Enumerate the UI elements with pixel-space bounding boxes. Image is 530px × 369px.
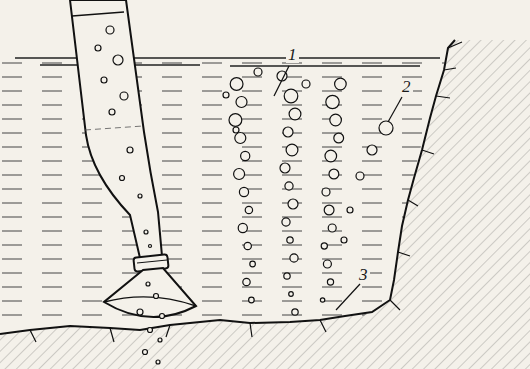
bubble <box>144 230 148 234</box>
bubble <box>137 309 143 315</box>
bubble <box>106 26 114 34</box>
bubble <box>244 242 251 249</box>
bank-outline <box>0 40 455 334</box>
bubble <box>120 176 125 181</box>
bubble <box>284 273 290 279</box>
bank-hatching <box>0 40 530 369</box>
bubble <box>356 172 364 180</box>
bubble <box>233 127 239 133</box>
bubble <box>323 260 331 268</box>
bubble <box>241 151 250 160</box>
bubble <box>324 205 334 215</box>
bottle <box>70 0 196 317</box>
bubble <box>329 169 339 179</box>
bubble <box>154 294 159 299</box>
bubble <box>328 224 336 232</box>
bubble <box>290 254 298 262</box>
bubble <box>280 163 290 173</box>
bubble <box>283 127 293 137</box>
bubble <box>235 133 246 144</box>
bubble <box>289 108 301 120</box>
bubble <box>236 97 247 108</box>
bubble <box>325 150 337 162</box>
callout-number: 1 <box>286 46 299 63</box>
bubble <box>287 237 293 243</box>
bubble <box>285 182 293 190</box>
bubble <box>320 298 324 302</box>
callout-number: 3 <box>357 266 370 283</box>
bubble <box>160 314 165 319</box>
bubble <box>239 187 248 196</box>
leader-lines <box>274 66 402 310</box>
bubble <box>347 207 353 213</box>
bubble <box>326 95 339 108</box>
bubble <box>238 223 247 232</box>
bubble <box>284 89 298 103</box>
bubble <box>254 68 262 76</box>
bubble <box>249 297 255 303</box>
bubble <box>113 55 123 65</box>
bubble <box>292 309 298 315</box>
bubble <box>138 194 142 198</box>
bubble <box>127 147 133 153</box>
bubble <box>156 360 160 364</box>
bubble <box>335 78 347 90</box>
bubble <box>330 114 342 126</box>
bubble <box>245 206 252 213</box>
bubble <box>109 109 115 115</box>
bubble <box>334 133 344 143</box>
bubble <box>250 261 256 267</box>
bubble <box>120 92 128 100</box>
bubble <box>302 80 310 88</box>
bubble <box>288 199 298 209</box>
bubble <box>158 338 162 342</box>
bubble <box>327 279 333 285</box>
bubbles <box>95 26 393 364</box>
bubble <box>379 121 393 135</box>
bubble <box>367 145 377 155</box>
bubble <box>95 45 101 51</box>
bubble <box>229 114 242 127</box>
bubble <box>243 278 250 285</box>
bubble <box>321 243 327 249</box>
bubble <box>143 350 148 355</box>
bubble <box>322 188 330 196</box>
bubble <box>101 77 107 83</box>
bubble <box>149 245 152 248</box>
bubble <box>230 78 243 91</box>
bubble <box>341 237 347 243</box>
bubble <box>223 92 229 98</box>
bubble <box>146 282 150 286</box>
bubble <box>282 218 290 226</box>
bubble <box>234 169 245 180</box>
bubble <box>148 328 153 333</box>
bubble <box>289 292 294 297</box>
water <box>0 62 445 318</box>
bubble <box>286 144 298 156</box>
callout-number: 2 <box>400 78 413 95</box>
